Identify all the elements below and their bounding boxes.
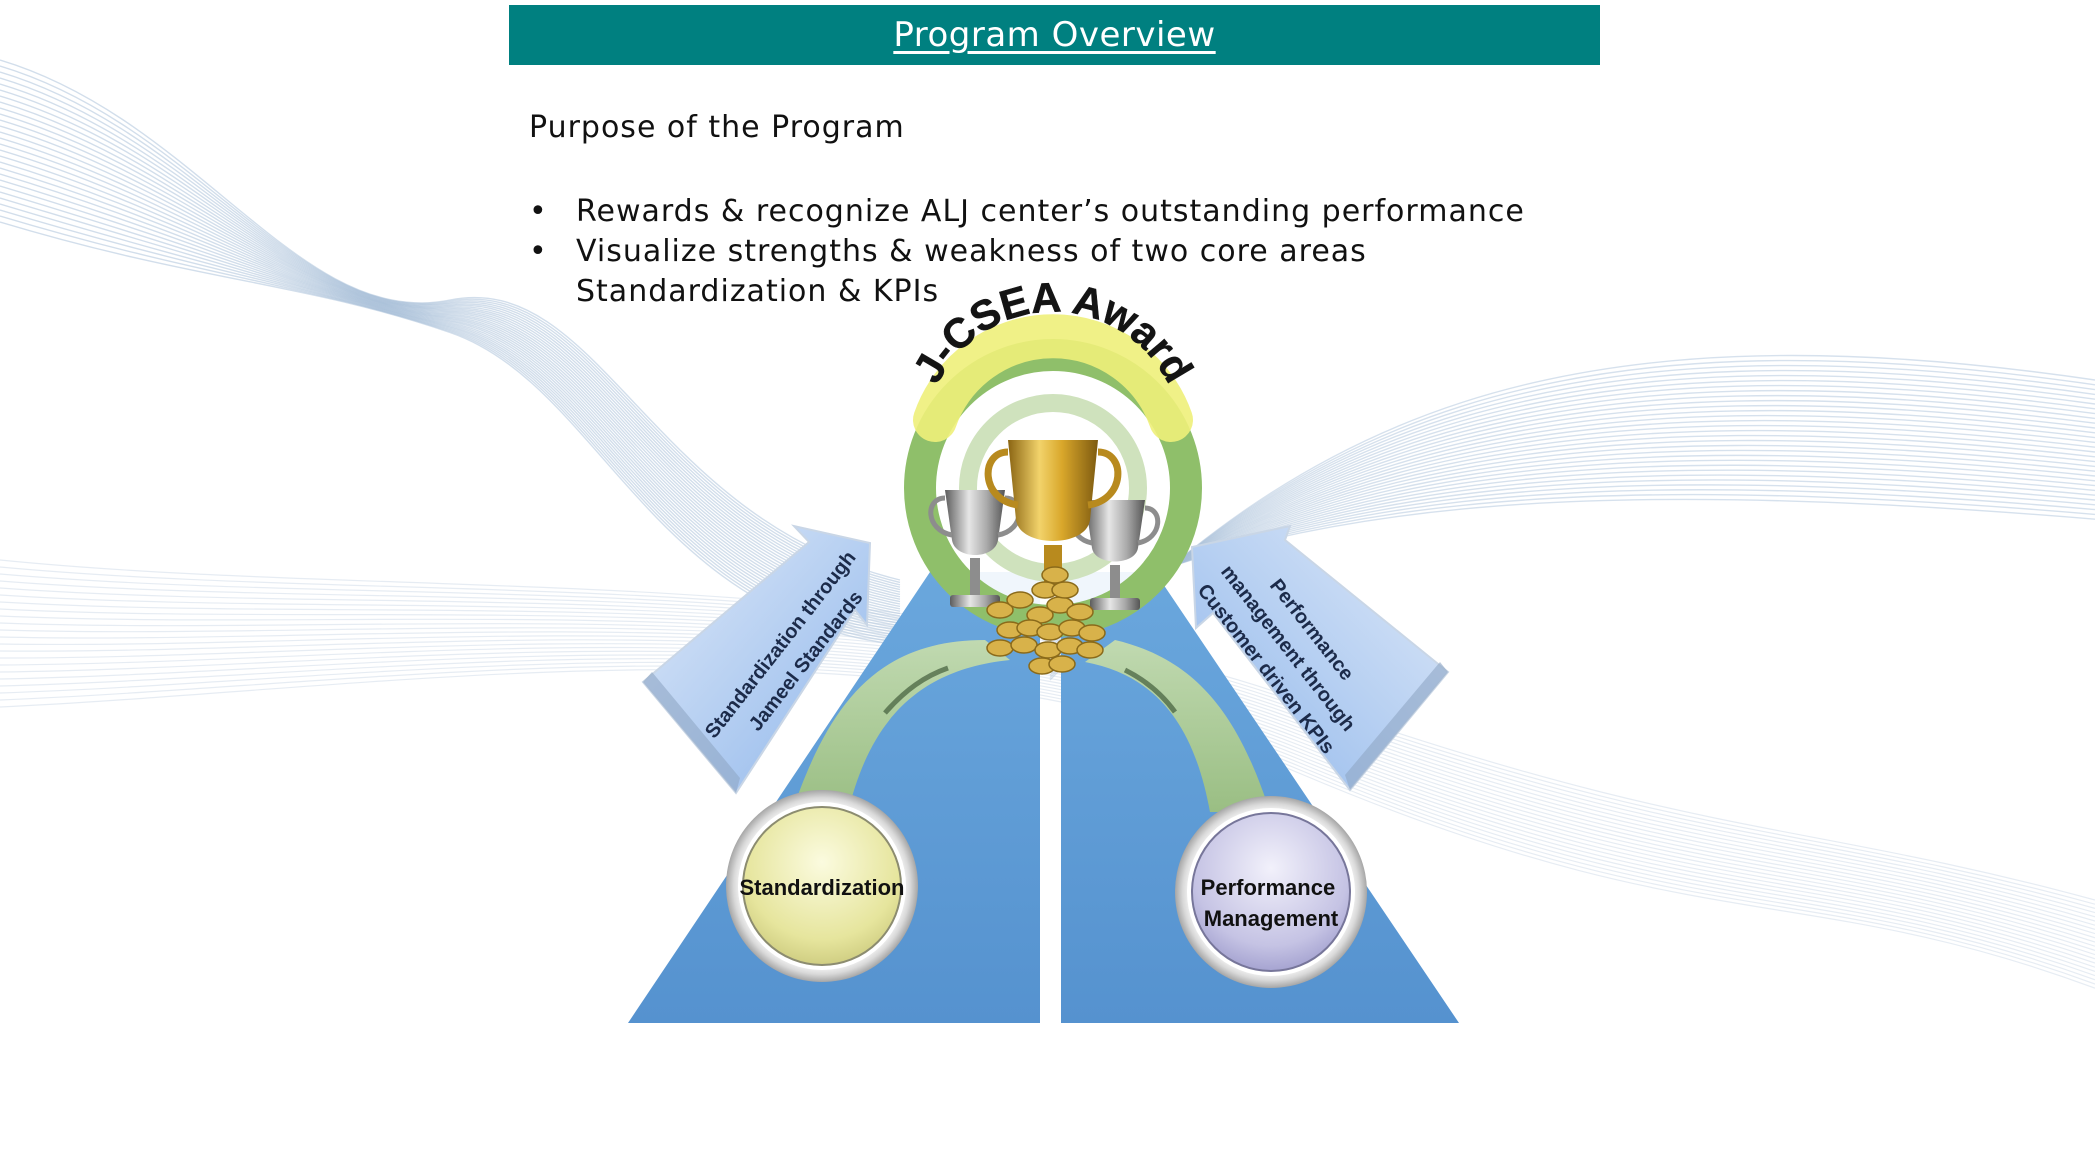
coins-icon: [986, 566, 1106, 675]
award-emblem: J-CSEA Award: [903, 273, 1202, 675]
bullet-item-rewards: • Rewards & recognize ALJ center’s outst…: [529, 192, 1656, 232]
purpose-heading: Purpose of the Program: [529, 110, 905, 145]
bullet-item-visualize: • Visualize strengths & weakness of two …: [529, 232, 1656, 312]
bullet-glyph: •: [529, 194, 548, 229]
performance-management-label: Performance Management: [1201, 875, 1342, 931]
title-bar: Program Overview: [509, 5, 1600, 65]
trophy-icon: [928, 440, 1161, 610]
standardization-circle: Standardization: [726, 790, 918, 982]
bullet-text: Visualize strengths & weakness of two co…: [576, 234, 1367, 269]
bullet-glyph: •: [529, 234, 548, 269]
left-connector-shadow: [883, 665, 949, 715]
standardization-label: Standardization: [739, 875, 904, 900]
right-connector-arc: [1085, 640, 1270, 812]
right-connector-shadow: [1123, 667, 1178, 714]
left-connector-arc: [792, 640, 1010, 812]
purpose-bullet-list: • Rewards & recognize ALJ center’s outst…: [529, 192, 1656, 312]
bullet-text: Rewards & recognize ALJ center’s outstan…: [576, 194, 1525, 229]
performance-management-circle: Performance Management: [1175, 796, 1367, 988]
page-title: Program Overview: [893, 15, 1216, 55]
bullet-text-continued: Standardization & KPIs: [576, 274, 940, 309]
